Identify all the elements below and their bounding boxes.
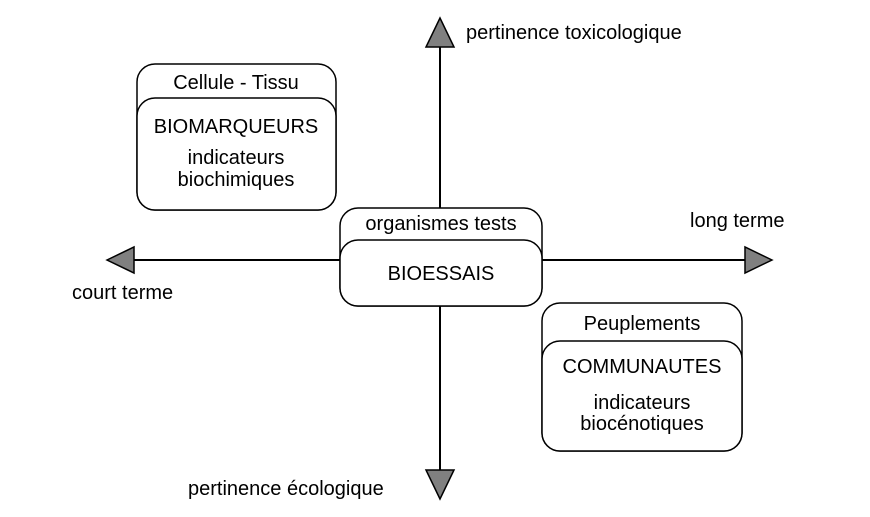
center-inner-title: BIOESSAIS [388,263,495,285]
cellule-inner-line2: biochimiques [178,169,295,191]
peuplements-outer-label: Peuplements [584,313,701,335]
axis-label-left: court terme [72,282,174,304]
center-inner-box [339,239,543,307]
arrowhead-up-icon [424,16,456,48]
cellule-inner-line1: indicateurs [188,147,285,169]
cellule-outer-label: Cellule - Tissu [173,72,299,94]
arrowhead-right-icon [744,245,774,275]
peuplements-inner-box [541,340,743,452]
cellule-box: Cellule - Tissu BIOMARQUEURS indicateurs… [136,63,337,211]
center-outer-label: organismes tests [365,213,516,235]
axis-label-top: pertinence toxicologique [466,22,682,44]
peuplements-inner-title: COMMUNAUTES [563,356,722,378]
peuplements-box: Peuplements COMMUNAUTES indicateurs bioc… [541,302,743,452]
center-box: organismes tests BIOESSAIS [339,207,543,307]
cellule-inner-box [136,97,337,211]
arrowhead-down-icon [424,469,456,501]
axis-label-right: long terme [690,210,785,232]
peuplements-inner-line1: indicateurs [594,392,691,414]
cellule-inner-title: BIOMARQUEURS [154,116,318,138]
arrowhead-left-icon [105,245,135,275]
peuplements-inner-line2: biocénotiques [580,413,703,435]
axis-label-bottom: pertinence écologique [188,478,384,500]
